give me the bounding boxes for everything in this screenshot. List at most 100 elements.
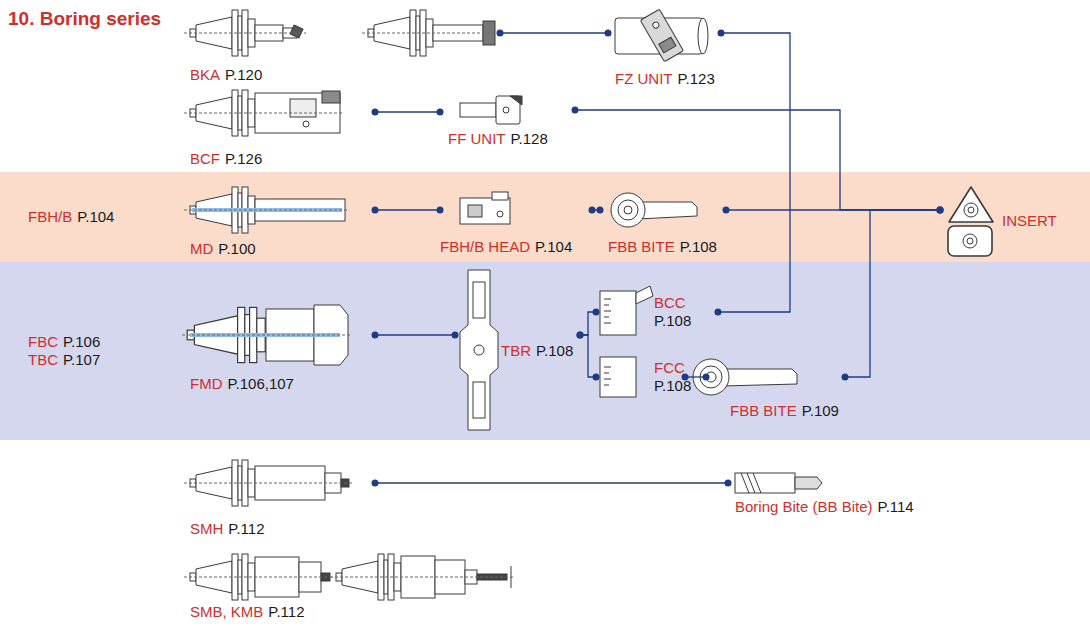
holder-drawing [255,93,340,133]
connector-dot [497,30,504,37]
connector-dot [597,207,604,214]
cartridge-drawing [604,299,611,300]
cartridge-drawing [600,357,636,397]
cartridge-drawing [600,291,636,335]
label-line: MDP.100 [190,240,256,258]
part-name: FMD [190,375,223,392]
head-drawing [492,192,508,200]
page-ref: P.104 [535,238,572,255]
page-ref: P.104 [77,208,114,225]
connector-dot [577,332,584,339]
holder-drawing [190,554,255,600]
cartridge-part: FCCP.108 [596,352,706,402]
label-group: FBH/B HEADP.104 [440,238,572,256]
boring-head: FBH/B HEADP.104 [440,188,592,258]
connector-dots [372,30,944,487]
unit-drawing [615,9,708,62]
connector-line [375,482,728,483]
unit-drawing [496,96,520,124]
bite-drawing [624,206,632,214]
connector-line [580,312,596,335]
holder-drawing [303,121,309,127]
holder-drawing [435,560,465,594]
bar-drawing [460,270,498,430]
page-ref: P.109 [802,402,839,419]
holder-drawing [325,473,341,493]
page-ref: P.112 [228,520,264,537]
tool-holder: SMH P.112 [185,450,375,540]
label-line: BCFP.126 [190,150,262,168]
part-name: FZ UNIT [615,70,673,87]
label-group: TBRP.108 [501,342,573,360]
bite-drawing [741,473,749,493]
holder-drawing [190,460,255,506]
part-name: FBH/B [28,208,72,225]
connector-dot [372,207,379,214]
connector-dot [703,374,710,381]
tool-holder: BCFP.126 [185,86,375,170]
page-ref: P.106 [63,333,100,350]
connector-line [575,110,940,210]
holder-drawing [362,33,498,34]
label-line: TBC P.107 [28,351,100,369]
holder-drawing [299,562,321,592]
part-name: FBC [28,333,58,350]
holder-drawing [401,556,435,598]
page-ref: P.120 [225,66,262,83]
holder-drawing [433,25,483,41]
holder-drawing [184,90,344,136]
cartridge-drawing [604,323,611,324]
holder-drawing [465,570,477,584]
page-ref: P.107 [63,351,100,368]
cartridge-drawing [604,385,609,386]
label-line: FZ UNITP.123 [615,70,715,88]
connector-dot [372,480,379,487]
connector-dot [593,309,600,316]
label-group: SMB, KMBP.112 [190,603,305,621]
label-line: SMH P.112 [190,520,265,538]
label-group: FZ UNITP.123 [615,70,715,88]
label-group: FCCP.108 [654,359,691,395]
bite-drawing [722,369,797,386]
label-line: FF UNITP.128 [448,130,548,148]
bite-drawing [618,200,638,220]
unit-drawing [503,107,509,113]
bite-drawing [753,473,761,493]
holder-drawing [184,483,352,484]
unit-drawing [652,21,660,29]
insert-drawing [964,203,978,217]
connector-line [718,33,790,312]
holder-drawing [368,10,433,56]
part-name: FBB BITE [730,402,797,419]
page-ref: P.126 [225,150,262,167]
part-name: Boring Bite (BB Bite) [735,498,873,515]
part-name: SMH [190,520,223,537]
connector-dot [372,332,379,339]
part-name: INSERT [1002,212,1057,229]
diagram-title: 10. Boring series [8,8,161,30]
connector-dot [589,207,596,214]
bite-drawing [611,193,697,227]
bite-drawing [735,473,822,493]
connector-line [726,209,940,210]
insert-drawing [967,238,973,244]
connector-dot [715,309,722,316]
holder-drawing [184,577,334,578]
bite-drawing [735,473,795,493]
tool-holder: MDP.100 [185,176,375,260]
part-name: FF UNIT [448,130,506,147]
holder-drawing [184,210,348,211]
cartridge-drawing [636,286,653,304]
label-line: BKAP.120 [190,66,262,84]
head-drawing [460,198,510,224]
label-line: FCC [654,359,691,377]
bite-drawing [700,366,722,388]
label-line: P.108 [654,312,691,330]
page-ref: P.108 [654,377,691,394]
part-name: TBC [28,351,58,368]
insert-drawing [949,187,993,222]
insert-drawing [948,226,992,256]
holder-drawing [255,199,345,221]
label-line: P.108 [654,377,691,395]
